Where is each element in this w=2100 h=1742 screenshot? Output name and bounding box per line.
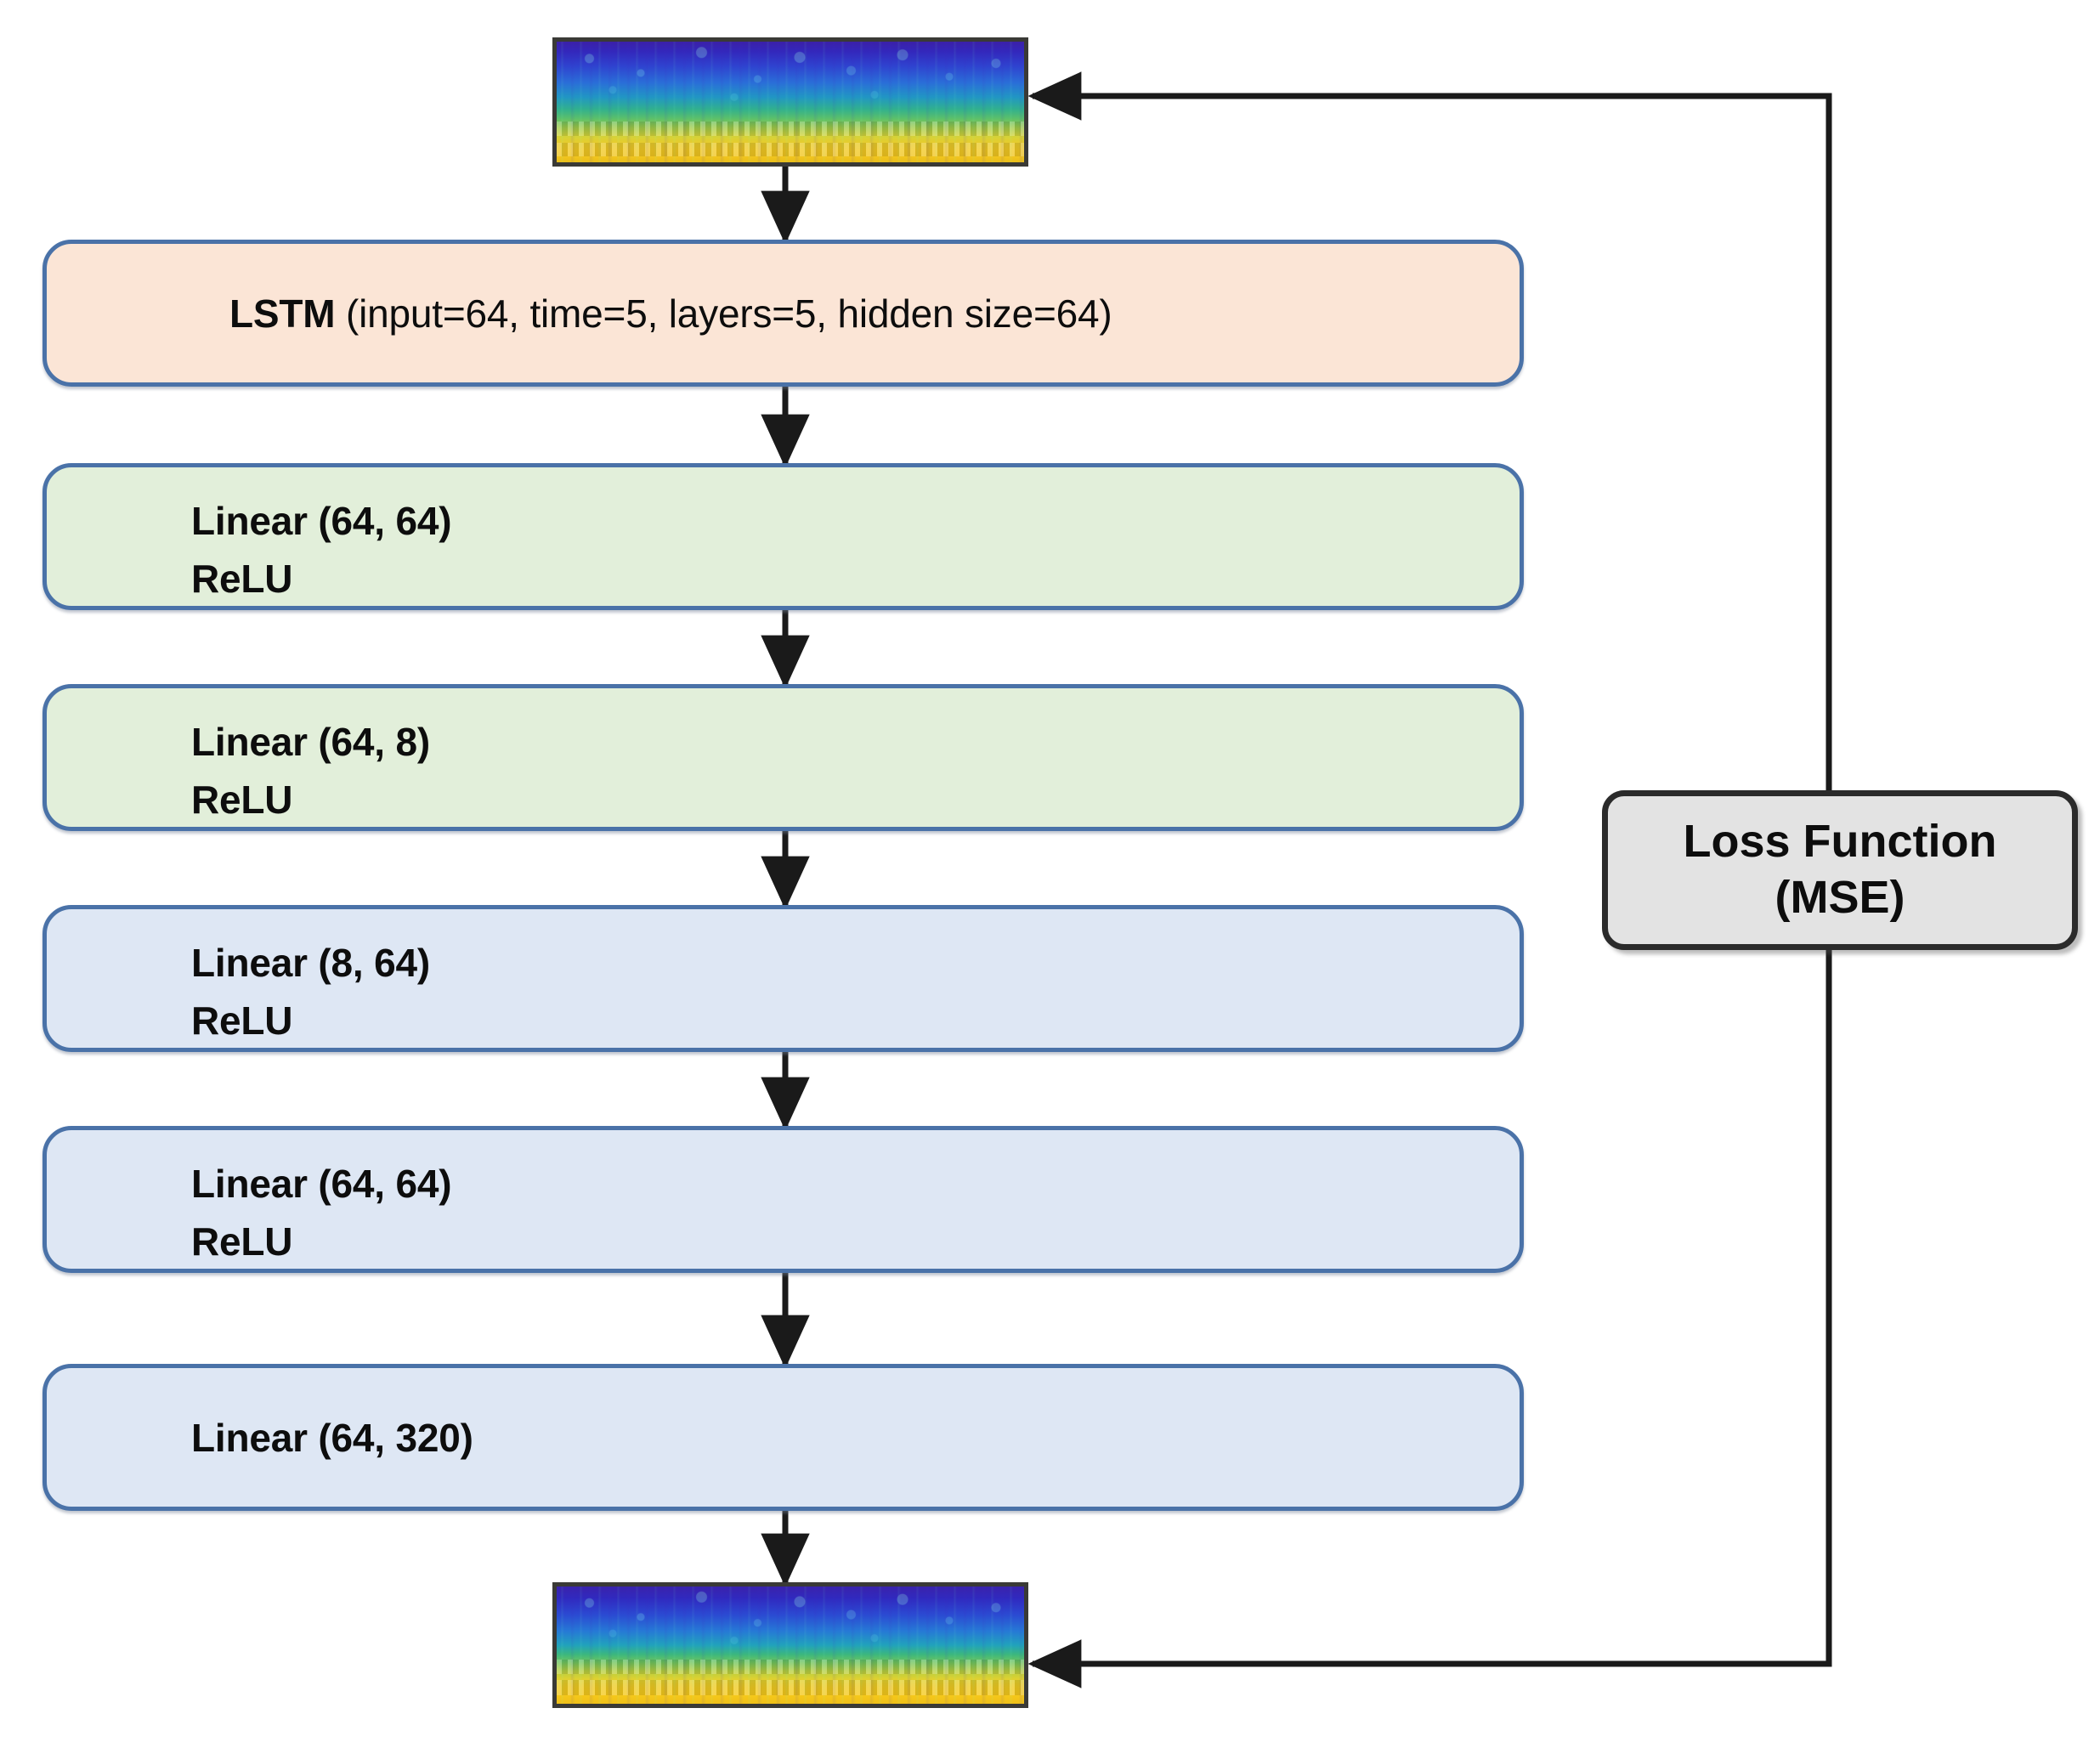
layer-label-linear-64-320: Linear (64, 320) [191,1415,473,1460]
spectrogram-speckle [557,1586,1024,1704]
layer-label-lstm-bold: LSTM [229,291,336,336]
layer-label-lstm: LSTM (input=64, time=5, layers=5, hidden… [229,291,1112,337]
layer-label-linear-8-64-line2: ReLU [191,998,293,1043]
spectrogram-speckle [557,42,1024,162]
layer-box-linear-64-64-a[interactable]: Linear (64, 64) ReLU [42,463,1524,610]
spectrogram-colormap [557,42,1024,162]
loss-label-line2: (MSE) [1775,872,1905,923]
layer-label-linear-64-64-a-line1: Linear (64, 64) [191,499,452,543]
layer-label-linear-8-64-line1: Linear (8, 64) [191,941,430,985]
layer-label-linear-64-8-line2: ReLU [191,778,293,822]
loss-function-box[interactable]: Loss Function (MSE) [1602,790,2078,950]
loss-label-line1: Loss Function [1683,816,1997,868]
layer-box-linear-64-64-b[interactable]: Linear (64, 64) ReLU [42,1126,1524,1273]
spectrogram-streaks [557,1586,1024,1704]
reconstructed-spectrogram [552,1582,1028,1708]
layer-box-linear-64-8[interactable]: Linear (64, 8) ReLU [42,684,1524,831]
feedback-loss-to-output [1027,950,1832,1688]
spectrogram-harmonic-band-1 [557,121,1024,136]
layer-label-lstm-rest: (input=64, time=5, layers=5, hidden size… [335,291,1112,336]
input-spectrogram [552,37,1028,167]
spectrogram-harmonic-band-2 [557,143,1024,156]
spectrogram-streaks [557,42,1024,162]
spectrogram-harmonic-band-1 [557,1659,1024,1675]
layer-box-lstm[interactable]: LSTM (input=64, time=5, layers=5, hidden… [42,240,1524,387]
layer-box-linear-64-320[interactable]: Linear (64, 320) [42,1364,1524,1511]
spectrogram-harmonic-band-2 [557,1680,1024,1696]
layer-label-linear-64-64-b-line2: ReLU [191,1219,293,1264]
layer-label-linear-64-64-b-line1: Linear (64, 64) [191,1162,452,1206]
spectrogram-colormap [557,1586,1024,1704]
spectrogram-canvas [557,1586,1024,1704]
layer-label-linear-64-64-a-line2: ReLU [191,557,293,601]
layer-label-linear-64-8-line1: Linear (64, 8) [191,720,430,764]
spectrogram-canvas [557,42,1024,162]
layer-box-linear-8-64[interactable]: Linear (8, 64) ReLU [42,905,1524,1052]
